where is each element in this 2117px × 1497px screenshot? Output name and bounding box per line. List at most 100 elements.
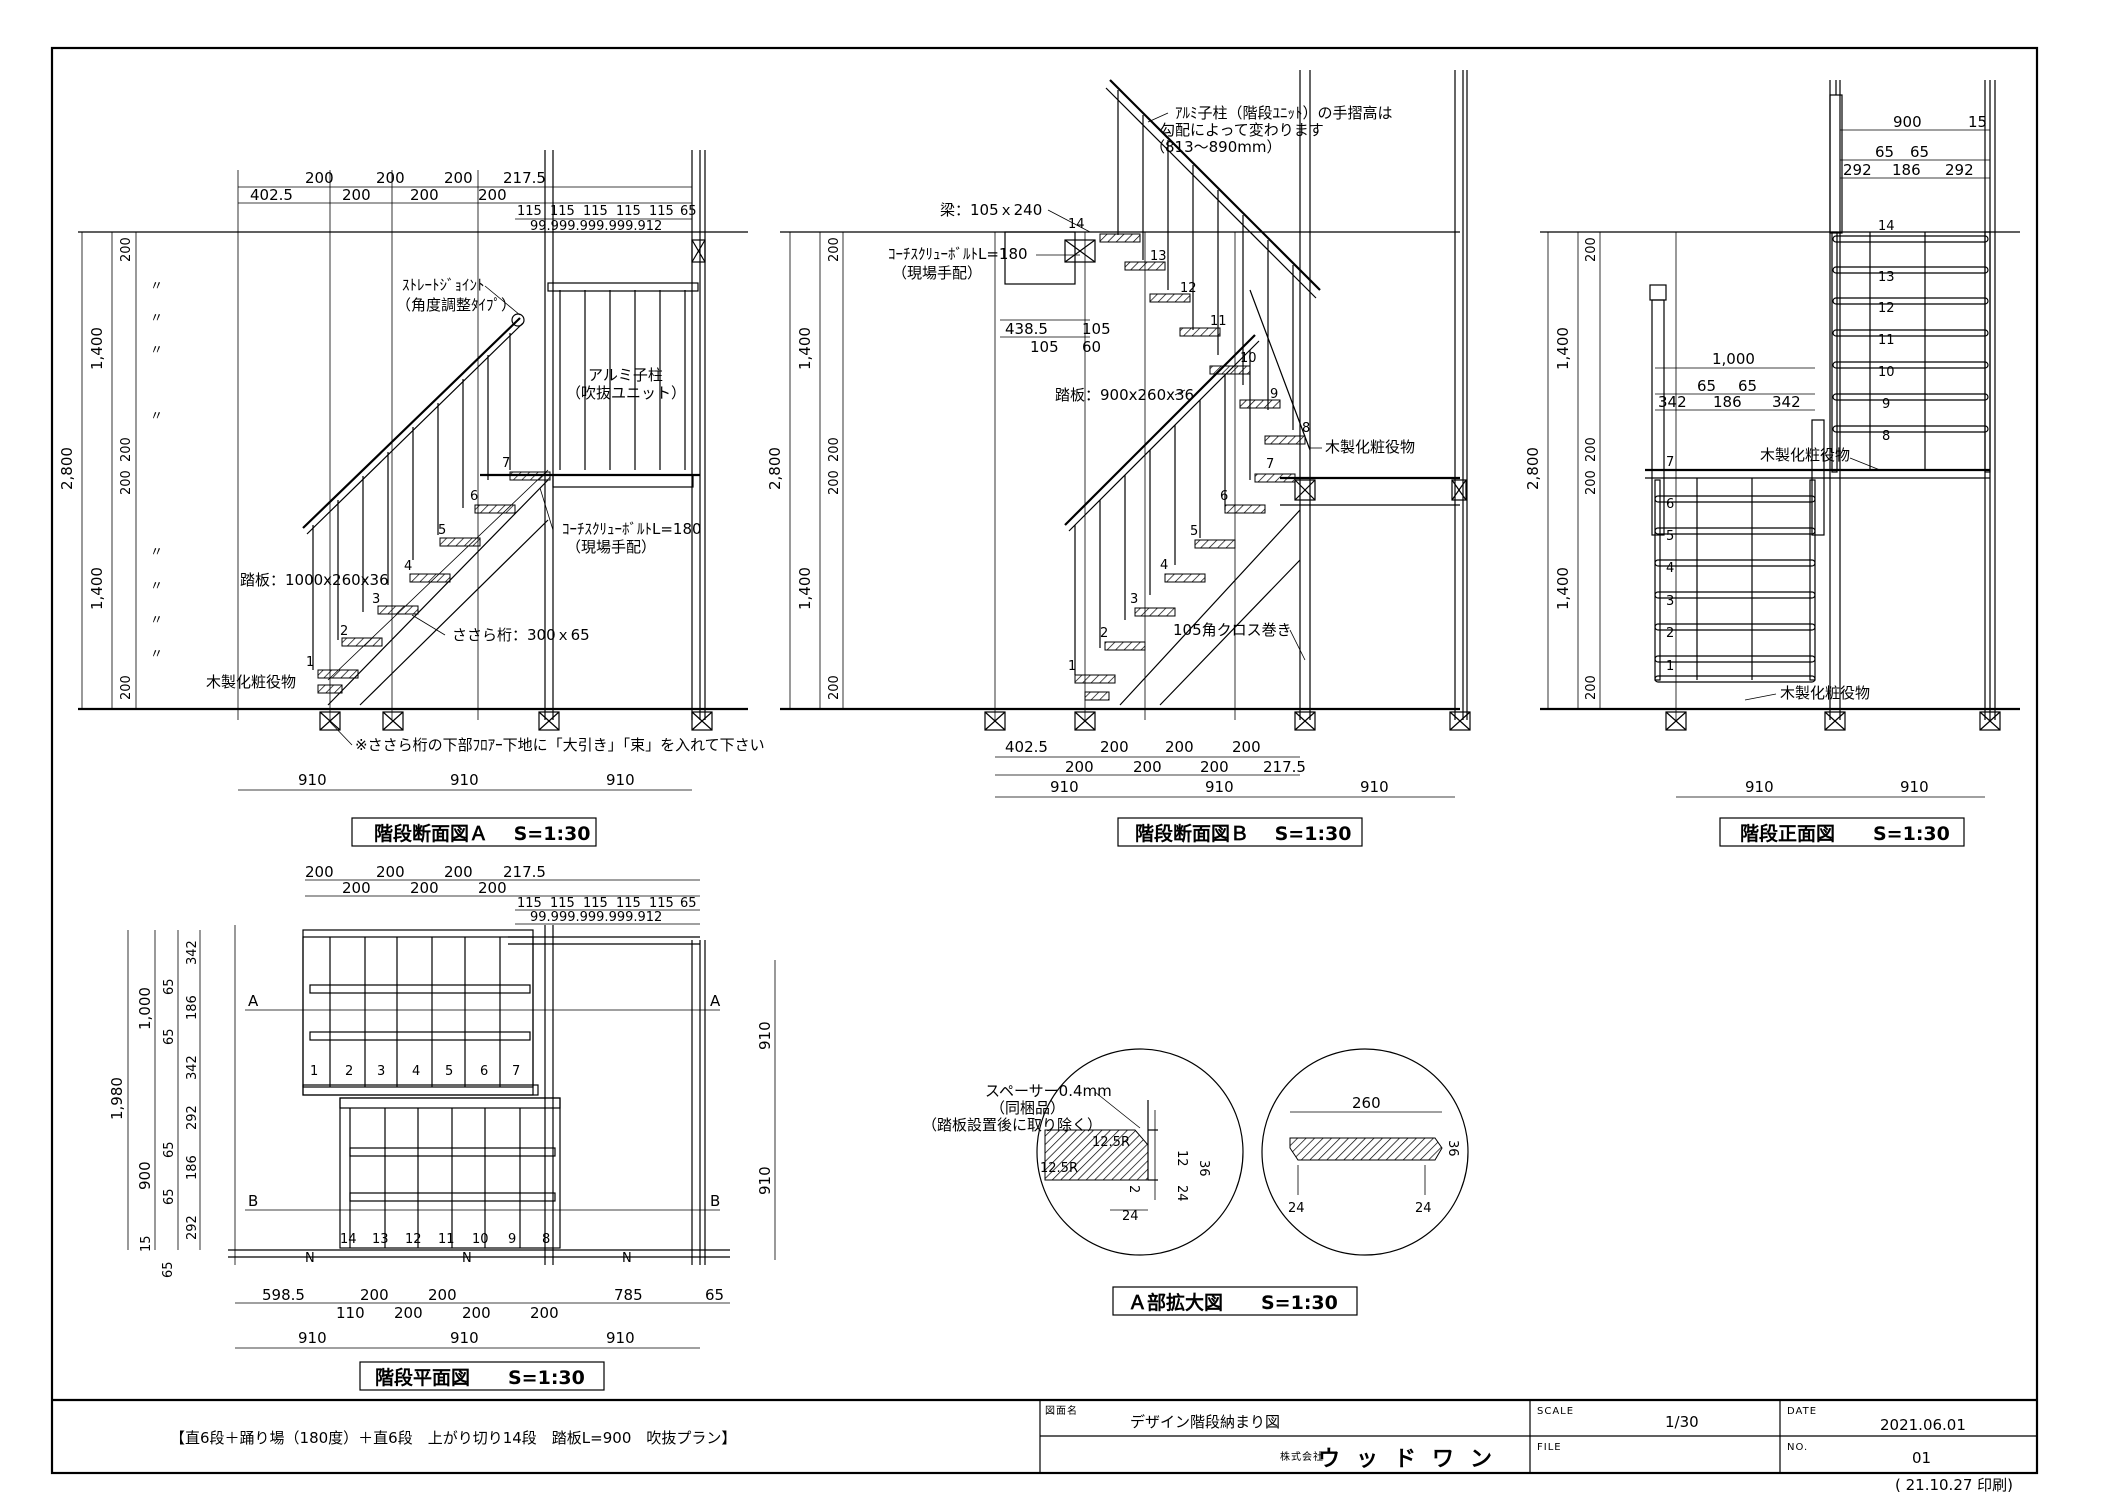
plan-mark-n: N xyxy=(622,1251,632,1266)
svg-text:11: 11 xyxy=(1210,314,1227,329)
front-top-dim-3: 65 xyxy=(1875,143,1894,161)
sheet-border xyxy=(50,46,2039,1475)
svg-text:7: 7 xyxy=(1666,455,1674,470)
sec-b-bottom-dim-6: 200 xyxy=(1133,758,1162,776)
front-top-dim-6: 186 xyxy=(1892,161,1921,179)
sec-a-title-box xyxy=(351,817,597,847)
svg-text:5: 5 xyxy=(1666,529,1674,544)
sec-b-height-total: 2,800 xyxy=(766,447,784,490)
plan-bottom-dim-9: 200 xyxy=(530,1304,559,1322)
detail-dim-12: 12 xyxy=(1174,1150,1189,1167)
sec-b-bottom-dim-2: 200 xyxy=(1100,738,1129,756)
plan-left-sub-2: 65 xyxy=(162,978,177,995)
sec-b-height-lower: 1,400 xyxy=(796,567,814,610)
sec-b-note-handrail2: 勾配によって変わります xyxy=(1160,121,1324,139)
front-height-lower: 1,400 xyxy=(1554,567,1572,610)
plan-bottom-dim-8: 200 xyxy=(462,1304,491,1322)
svg-text:12: 12 xyxy=(1180,281,1197,296)
plan-mark-b-left: B xyxy=(248,1192,258,1210)
svg-text:7: 7 xyxy=(1266,457,1274,472)
plan-title: 階段平面図 S=1:30 xyxy=(375,1366,585,1389)
file-label: FILE xyxy=(1537,1442,1562,1453)
sec-a-note: ※ささら桁の下部ﾌﾛｱｰ下地に「大引き」「束」を入れて下さい xyxy=(355,736,765,754)
svg-text:8: 8 xyxy=(542,1232,550,1247)
sec-b-label-tread: 踏板：900x260x36 xyxy=(1055,386,1194,404)
sec-a-tread-dim-3: 115 xyxy=(583,204,608,219)
plan-bottom-dim-12: 910 xyxy=(606,1329,635,1347)
sec-b-dim-beam-4: 60 xyxy=(1082,338,1101,356)
svg-text:1: 1 xyxy=(306,655,314,670)
svg-text:10: 10 xyxy=(1240,351,1257,366)
svg-text:4: 4 xyxy=(404,559,412,574)
svg-text:2: 2 xyxy=(1666,626,1674,641)
rise-mark: 〃 xyxy=(150,613,163,628)
front-mid-dim-3: 65 xyxy=(1738,377,1757,395)
front-mid-dim-5: 186 xyxy=(1713,393,1742,411)
svg-text:13: 13 xyxy=(1150,249,1167,264)
plan-bottom-dim-6: 110 xyxy=(336,1304,365,1322)
company-name: ウッドワン xyxy=(1318,1447,1508,1472)
detail-right-dim-24l: 24 xyxy=(1288,1201,1305,1216)
front-height-upper: 1,400 xyxy=(1554,327,1572,370)
sec-a-top-dim-4: 217.5 xyxy=(503,169,546,187)
date-label: DATE xyxy=(1787,1406,1817,1417)
plan-right-dim-1: 910 xyxy=(756,1021,774,1050)
front-top-dim-2: 15 xyxy=(1968,113,1987,131)
svg-text:1: 1 xyxy=(310,1064,318,1079)
sec-a-label-joint2: （角度調整ﾀｲﾌﾟ） xyxy=(396,296,516,314)
sec-a-tread-dim-6: 65 xyxy=(680,204,697,219)
detail-r1: 12.5R xyxy=(1092,1135,1130,1150)
svg-text:5: 5 xyxy=(1190,524,1198,539)
sec-b-bottom-dim-1: 402.5 xyxy=(1005,738,1048,756)
detail-label-spacer3: （踏板設置後に取り除く） xyxy=(922,1116,1102,1134)
detail-r2: 12.5R xyxy=(1040,1161,1078,1176)
sec-a-bottom-dim-2: 910 xyxy=(450,771,479,789)
plan-top-dim-1: 200 xyxy=(305,863,334,881)
plan-tread-dim-3: 115 xyxy=(583,896,608,911)
svg-text:6: 6 xyxy=(480,1064,488,1079)
front-top-dim-7: 292 xyxy=(1945,161,1974,179)
plan-left-sub-4: 65 xyxy=(162,1028,177,1045)
svg-text:11: 11 xyxy=(438,1232,455,1247)
sec-b-rise-4: 200 xyxy=(827,675,842,700)
front-title: 階段正面図 S=1:30 xyxy=(1740,822,1950,845)
svg-text:13: 13 xyxy=(372,1232,389,1247)
svg-text:9: 9 xyxy=(1270,387,1278,402)
sec-b-bottom-dim-10: 910 xyxy=(1205,778,1234,796)
rise-mark: 〃 xyxy=(150,343,163,358)
plan-left-sub-6: 292 xyxy=(185,1105,200,1130)
sec-a-rise-1: 200 xyxy=(119,237,134,262)
front-mid-dim-1: 1,000 xyxy=(1712,350,1755,368)
company-prefix: 株式会社 xyxy=(1280,1450,1324,1463)
plan-left-dim-1: 1,980 xyxy=(108,1077,126,1120)
svg-text:1: 1 xyxy=(1666,659,1674,674)
sec-b-rise-1: 200 xyxy=(827,237,842,262)
sec-a-top-dim-8: 200 xyxy=(478,186,507,204)
front-label-wood: 木製化粧役物 xyxy=(1760,446,1850,464)
sec-a-top-dim-2: 200 xyxy=(376,169,405,187)
plan-mark-a-right: A xyxy=(710,992,721,1010)
printed-date: ( 21.10.27 印刷) xyxy=(1895,1476,2013,1494)
plan-bottom-dim-3: 200 xyxy=(428,1286,457,1304)
sec-a-label-bolt: ｺｰﾁｽｸﾘｭｰﾎﾞﾙﾄL=180 xyxy=(562,520,702,538)
plan-tread-dim-4: 115 xyxy=(616,896,641,911)
front-rise-1: 200 xyxy=(1584,237,1599,262)
plan-mark-b-right: B xyxy=(710,1192,720,1210)
sec-a-top-dim-6: 200 xyxy=(342,186,371,204)
plan-tread-dim-5: 115 xyxy=(649,896,674,911)
rise-mark: 〃 xyxy=(150,579,163,594)
front-mid-dim-2: 65 xyxy=(1697,377,1716,395)
plan-left-sub-3: 186 xyxy=(185,995,200,1020)
svg-text:12: 12 xyxy=(1878,301,1895,316)
svg-text:4: 4 xyxy=(412,1064,420,1079)
sec-b-title: 階段断面図Ｂ S=1:30 xyxy=(1135,822,1351,845)
plan-tread-dim-2: 115 xyxy=(550,896,575,911)
plan-mark-n: N xyxy=(462,1251,472,1266)
svg-text:1: 1 xyxy=(1068,659,1076,674)
drawing-label: 図面名 xyxy=(1045,1404,1078,1417)
front-bottom-dim-1: 910 xyxy=(1745,778,1774,796)
plan-left-sub-10: 292 xyxy=(185,1215,200,1240)
sec-a-tread-dim-5: 115 xyxy=(649,204,674,219)
sec-a-height-upper: 1,400 xyxy=(88,327,106,370)
